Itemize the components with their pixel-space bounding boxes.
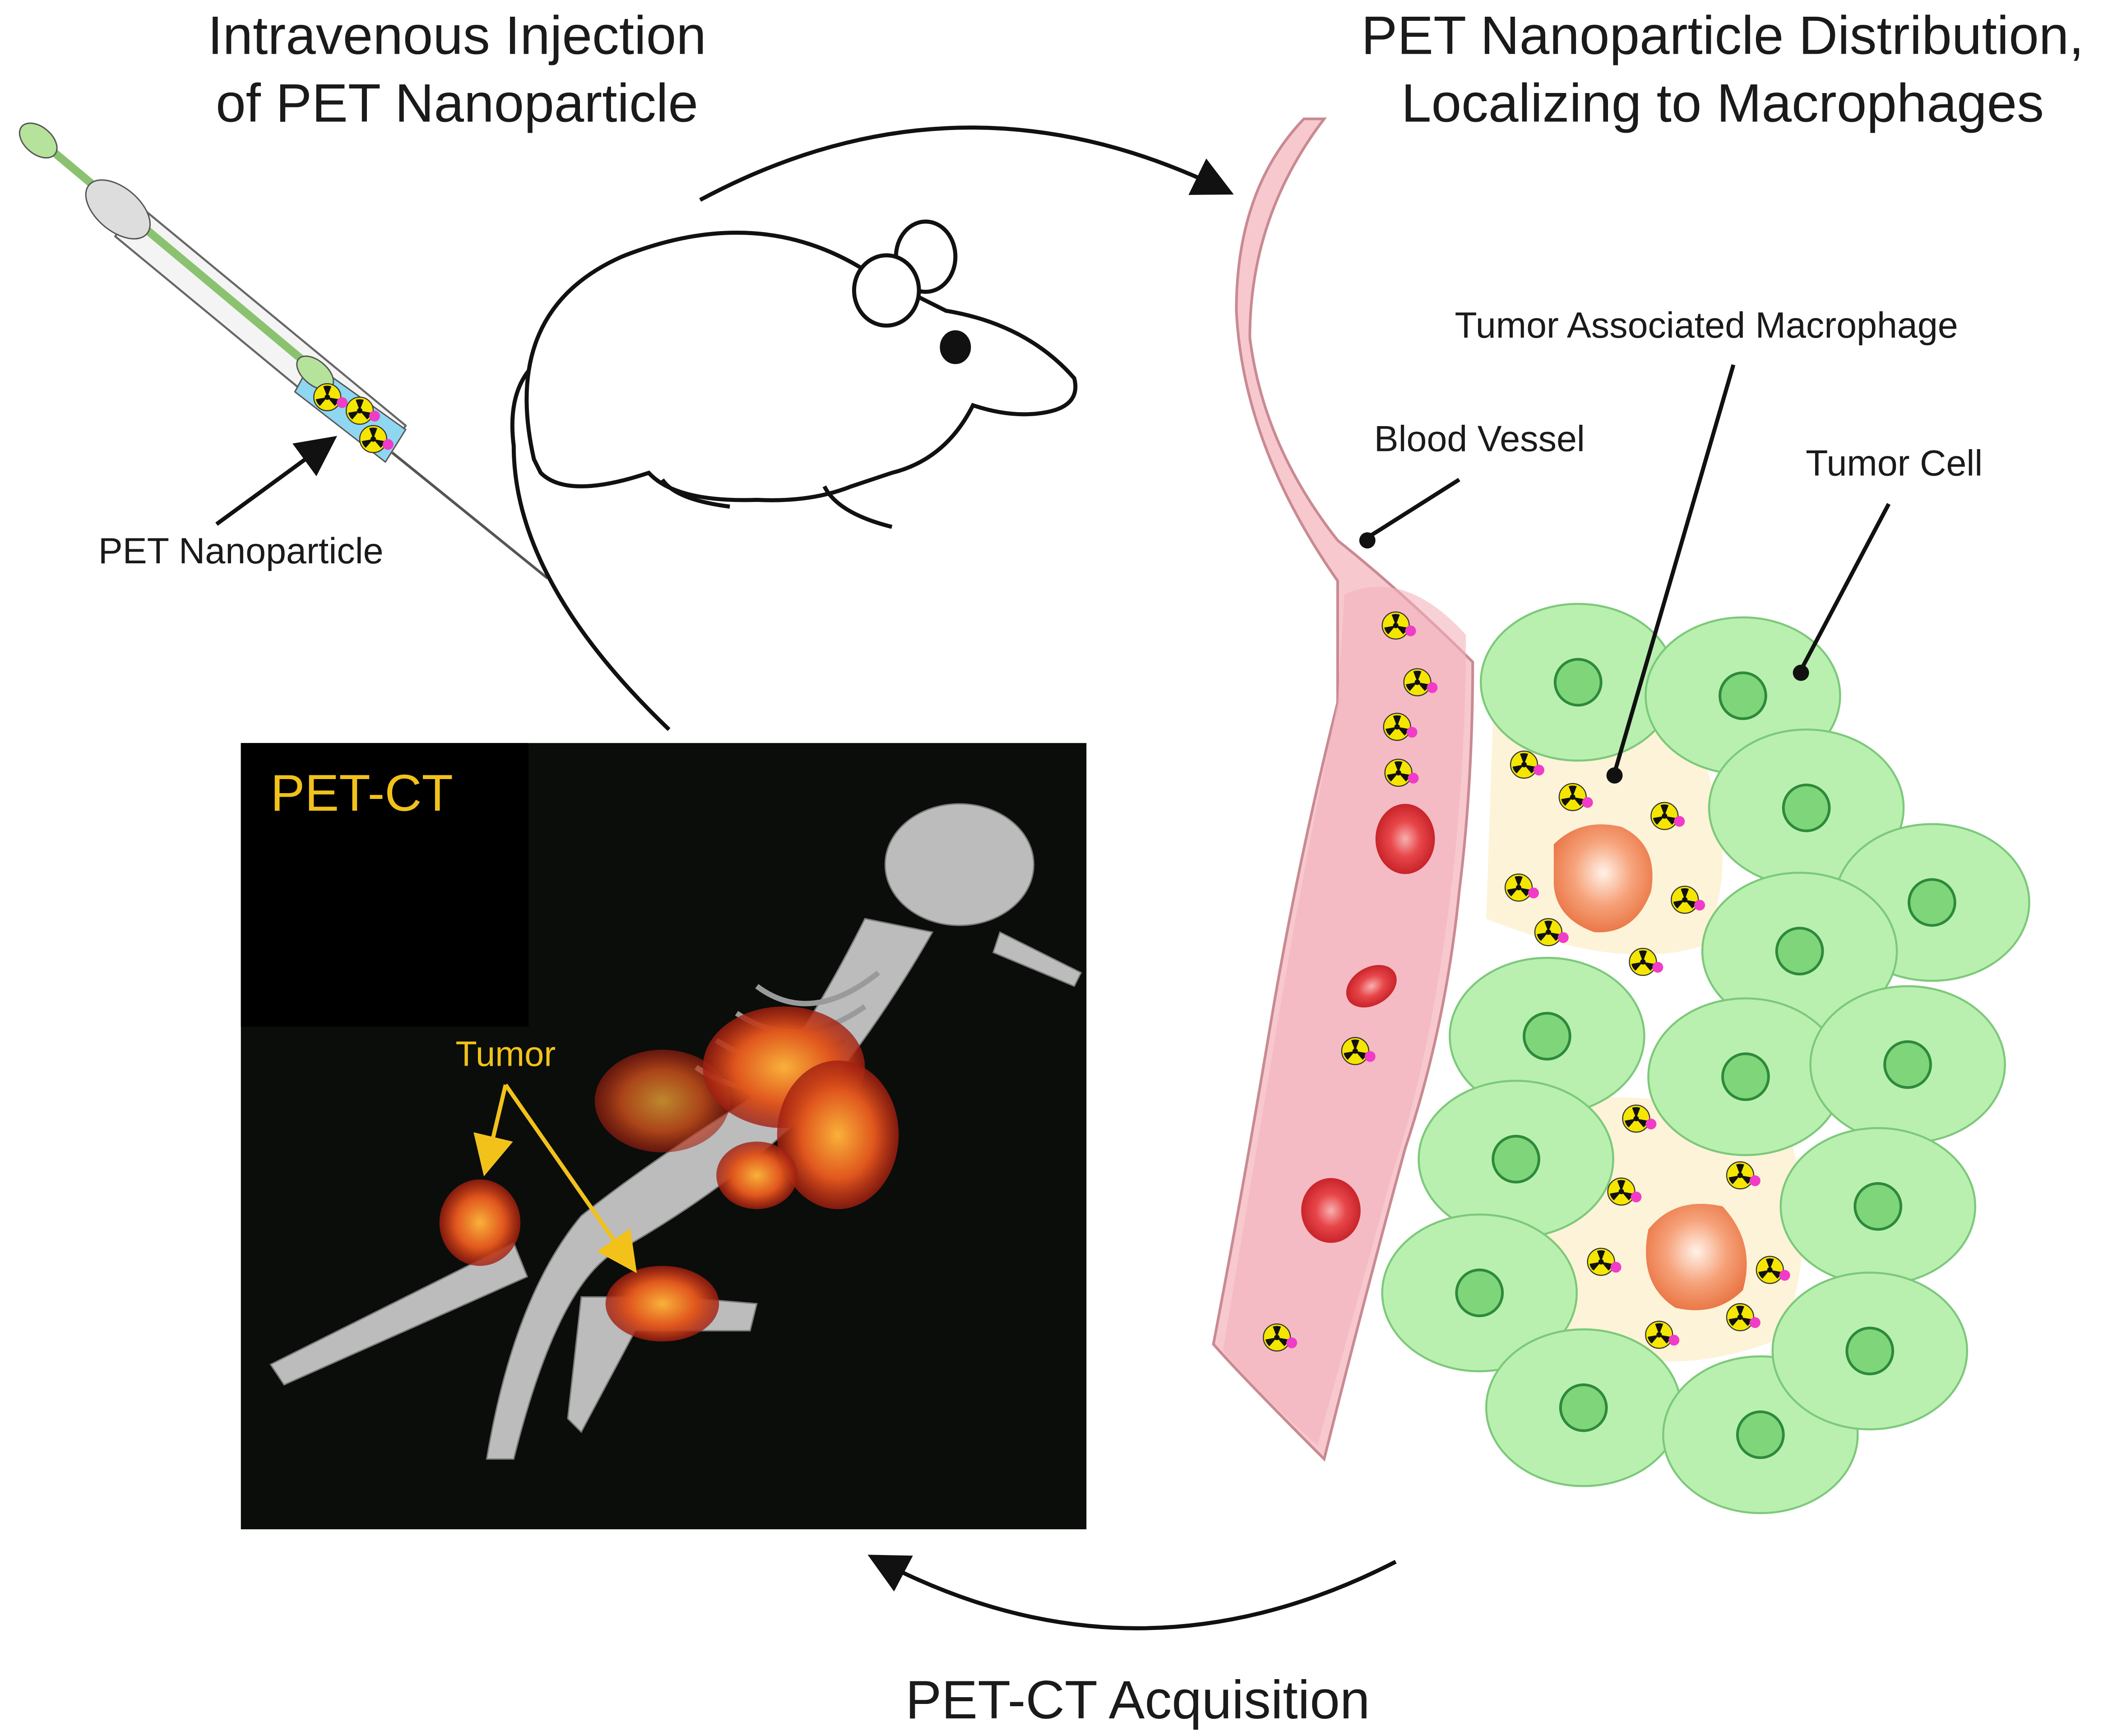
pet-ct-panel-label: PET-CT (271, 765, 453, 822)
cell-nucleus (1845, 1327, 1895, 1375)
tumor-hotspot (605, 1266, 719, 1342)
cell-nucleus (1782, 783, 1831, 832)
tumor-label: Tumor (455, 1035, 556, 1073)
vessel-pointer (1366, 478, 1460, 540)
nanoparticle-pointer-arrow (215, 436, 338, 526)
distribution-title-line2: Localizing to Macrophages (1401, 73, 2044, 133)
injection-title-line2: of PET Nanoparticle (216, 73, 698, 133)
cell-nucleus (1492, 1135, 1540, 1184)
red-blood-cell (1375, 803, 1435, 874)
macrophage-label: Tumor Associated Macrophage (1455, 305, 1958, 346)
red-blood-cell (1301, 1178, 1361, 1243)
mouse-icon (510, 219, 1078, 731)
injection-title-line1: Intravenous Injection (208, 6, 706, 66)
syringe-icon (19, 122, 549, 580)
red-blood-cell (1346, 965, 1397, 1007)
cell-nucleus (1883, 1040, 1932, 1089)
cell-nucleus (1523, 1012, 1571, 1061)
syringe-label: PET Nanoparticle (98, 531, 384, 571)
distribution-title-line1: PET Nanoparticle Distribution, (1361, 6, 2084, 66)
cell-nucleus (1736, 1410, 1785, 1459)
cell-nucleus (1775, 927, 1824, 975)
pet-ct-image: PET-CT Tumor (241, 743, 1087, 1530)
cell-nucleus (1908, 878, 1956, 927)
macrophage (1553, 824, 1653, 933)
cell-nucleus (1719, 671, 1767, 720)
cell-nucleus (1455, 1268, 1504, 1318)
cell-nucleus (1559, 1383, 1608, 1432)
cell-nucleus (1553, 658, 1603, 707)
macrophage-pointer (1612, 364, 1736, 774)
tumor-arrow (504, 1083, 637, 1273)
pointer-dot (1606, 767, 1623, 784)
tumor-cell-pointer (1799, 503, 1891, 671)
tumor-hotspot (439, 1179, 521, 1266)
cell-nucleus (1721, 1052, 1770, 1101)
tumor-cells (1381, 603, 2030, 1514)
tumor-cell-label: Tumor Cell (1806, 443, 1983, 484)
cell-nucleus (1853, 1182, 1903, 1231)
cycle-arrow-top (699, 125, 1234, 202)
pointer-dot (1793, 664, 1809, 681)
tumor-arrow (473, 1084, 513, 1177)
blood-vessel-label: Blood Vessel (1374, 419, 1585, 460)
macrophage (1646, 1203, 1747, 1310)
cycle-arrow-bottom (867, 1555, 1397, 1630)
acquisition-title: PET-CT Acquisition (906, 1670, 1370, 1730)
pointer-dot (1359, 532, 1376, 549)
